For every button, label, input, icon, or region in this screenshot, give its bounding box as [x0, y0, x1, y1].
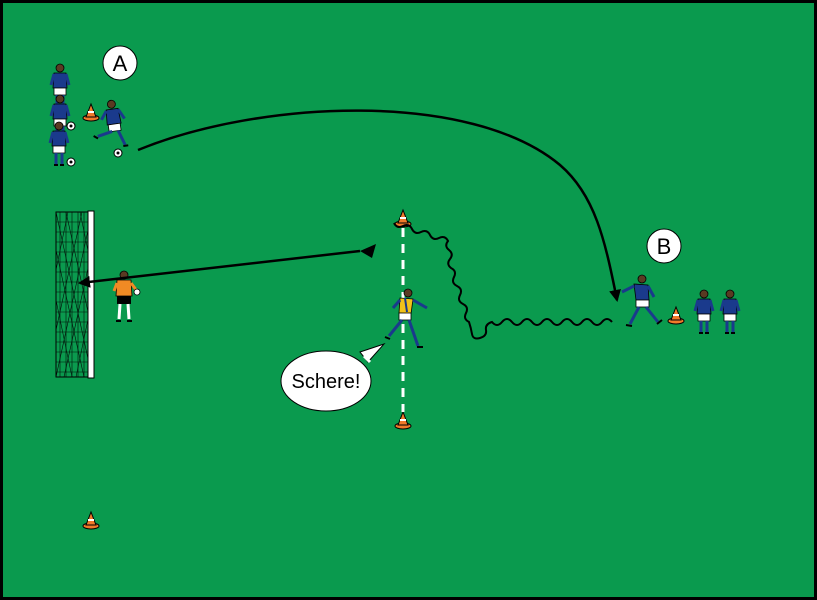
ball	[113, 148, 123, 158]
goal-post	[87, 210, 95, 379]
pass-arrow	[137, 109, 621, 302]
speech-bubble: Schere!	[280, 342, 386, 412]
dribble-path	[393, 222, 613, 340]
shot-arrow	[78, 249, 361, 288]
goal	[55, 210, 95, 379]
defender	[384, 288, 428, 348]
ball	[66, 121, 76, 131]
group-b-label: B	[646, 228, 682, 264]
svg-text:A: A	[113, 51, 128, 76]
ball	[66, 157, 76, 167]
goalkeeper	[112, 270, 141, 322]
dribble-arrowhead	[360, 244, 376, 258]
group-a-shooter	[93, 99, 129, 147]
speech-bubble-text: Schere!	[292, 371, 361, 393]
group-b-dribbler	[621, 274, 663, 327]
group-a-label: A	[102, 45, 138, 81]
svg-text:B: B	[657, 234, 672, 259]
